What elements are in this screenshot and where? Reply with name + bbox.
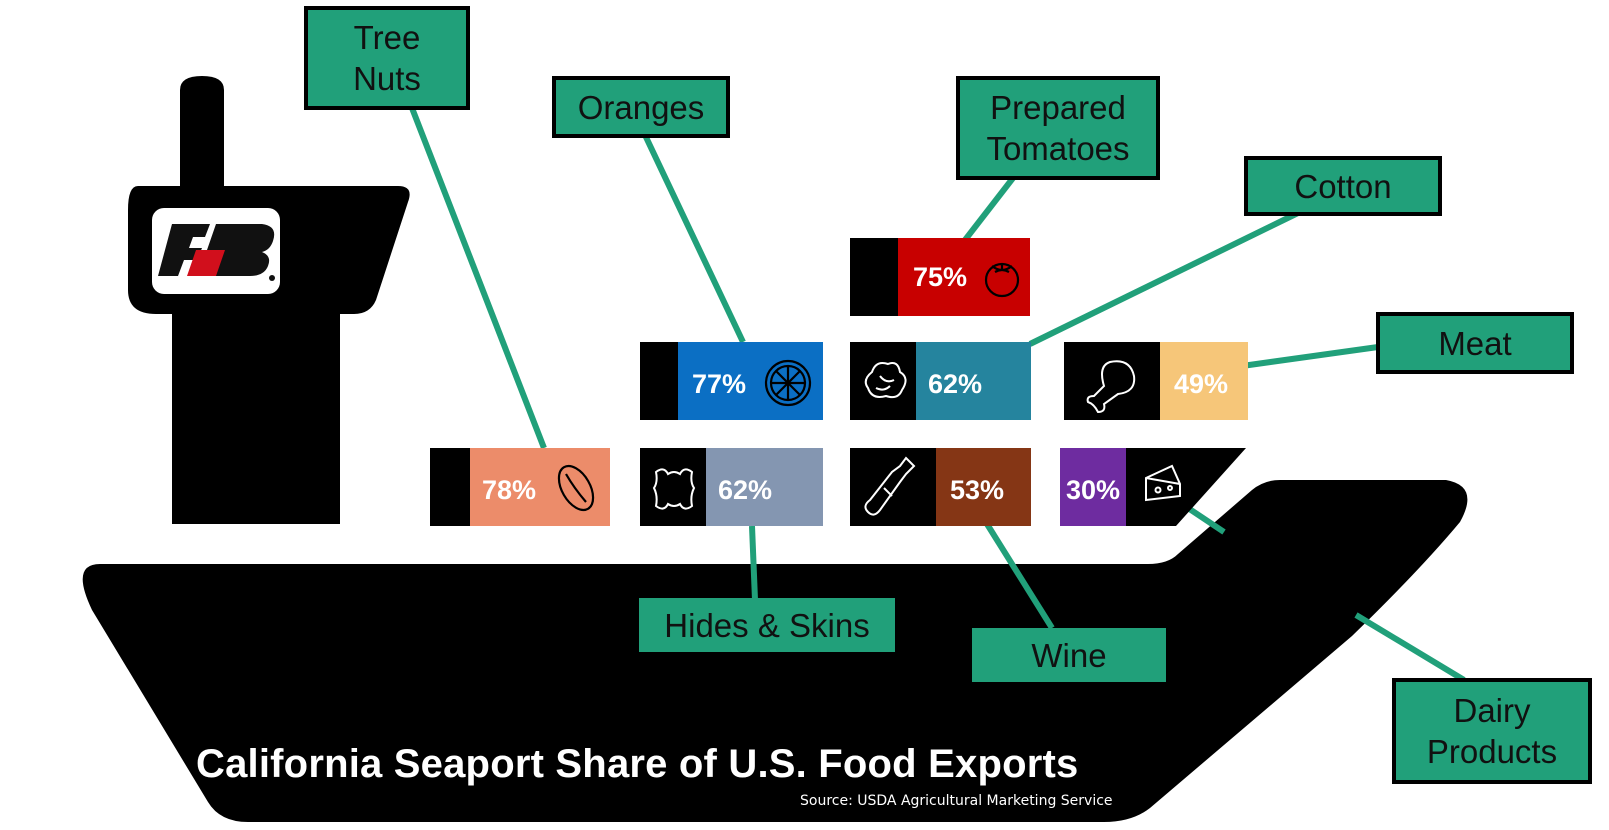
orange-slice-icon [764, 359, 812, 407]
tomato-icon [984, 262, 1020, 298]
value-tree-nuts: 78% [482, 475, 536, 505]
container-cotton-bar [916, 342, 1031, 420]
label-cotton: Cotton [1244, 156, 1442, 216]
drumstick-icon [1086, 360, 1136, 414]
container-hides-skins-black [640, 448, 706, 526]
connector-wine [984, 522, 1055, 630]
connector-cotton [1028, 209, 1302, 347]
value-oranges: 77% [692, 369, 746, 399]
label-hides-skins: Hides & Skins [639, 598, 895, 652]
hide-icon [652, 468, 696, 510]
farm-bureau-logo [152, 208, 280, 294]
container-wine-bar [936, 448, 1031, 526]
infographic-title: California Seaport Share of U.S. Food Ex… [196, 742, 1079, 786]
value-dairy: 30% [1066, 475, 1120, 505]
connector-prepared-tomatoes [962, 176, 1016, 242]
ship-mast [180, 76, 224, 200]
source-note: Source: USDA Agricultural Marketing Serv… [800, 793, 1113, 809]
value-meat: 49% [1174, 369, 1228, 399]
connector-tree-nuts [409, 106, 547, 450]
container-wine-black [850, 448, 936, 526]
connector-dairy-lower [1354, 612, 1466, 683]
cheese-icon [1145, 464, 1181, 502]
container-dairy-black [1126, 448, 1246, 526]
container-dairy-bar [1060, 448, 1126, 526]
value-wine: 53% [950, 475, 1004, 505]
value-cotton: 62% [928, 369, 982, 399]
container-prepared-tomatoes-bar [898, 238, 1030, 316]
wine-bottle-icon [864, 456, 916, 516]
container-meat-bar [1160, 342, 1248, 420]
container-tree-nuts-black [430, 448, 470, 526]
container-oranges-black [640, 342, 678, 420]
container-hides-skins-bar [706, 448, 823, 526]
label-oranges: Oranges [552, 76, 730, 138]
container-oranges-bar [678, 342, 823, 420]
value-prepared-tomatoes: 75% [913, 262, 967, 292]
label-wine: Wine [972, 628, 1166, 682]
connector-oranges [642, 133, 746, 344]
connector-meat [1241, 344, 1379, 369]
container-prepared-tomatoes-black [850, 238, 898, 316]
value-hides-skins: 62% [718, 475, 772, 505]
container-tree-nuts-bar [470, 448, 610, 526]
cotton-boll-icon [864, 362, 907, 399]
connector-hides-skins [749, 525, 758, 601]
almond-icon [557, 464, 595, 512]
container-meat-black [1064, 342, 1160, 420]
label-meat: Meat [1376, 312, 1574, 374]
